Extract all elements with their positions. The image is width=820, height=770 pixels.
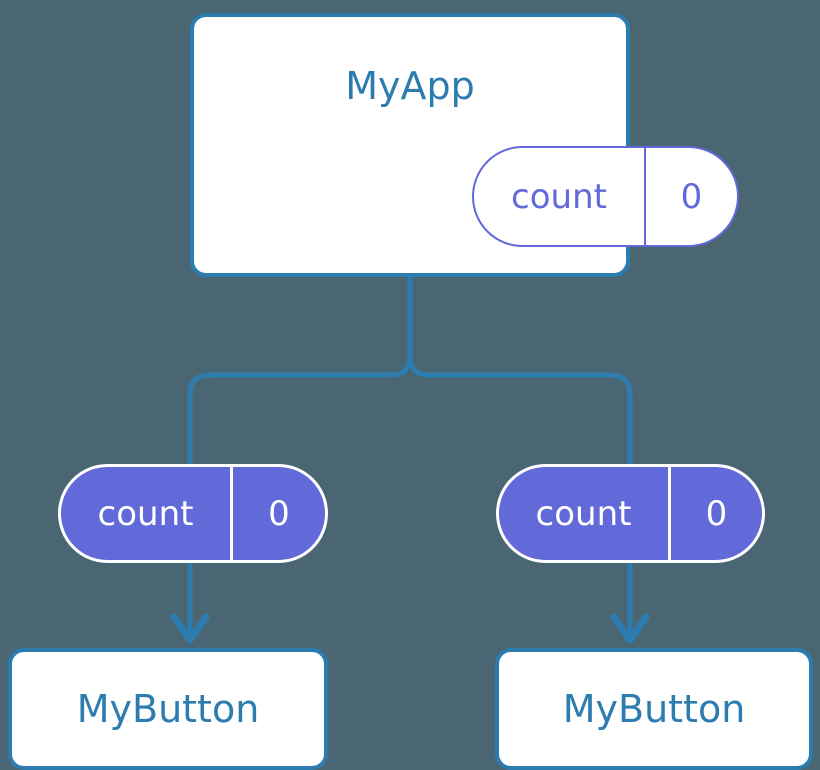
props-pill-left-key: count bbox=[61, 467, 233, 560]
component-name-mybutton-right: MyButton bbox=[562, 687, 746, 731]
props-pill-left[interactable]: count 0 bbox=[58, 464, 328, 563]
props-arrow-right-head bbox=[610, 613, 650, 644]
component-name-myapp: MyApp bbox=[345, 64, 475, 108]
props-arrow-left-head bbox=[170, 613, 210, 644]
component-name-mybutton-left: MyButton bbox=[76, 687, 260, 731]
connector-branch-right bbox=[407, 351, 633, 464]
component-card-mybutton-left[interactable]: MyButton bbox=[8, 648, 328, 770]
state-pill-key: count bbox=[474, 148, 646, 245]
connector-branch-left bbox=[187, 351, 413, 464]
props-pill-right-key: count bbox=[499, 467, 671, 560]
state-pill-myapp[interactable]: count 0 bbox=[472, 146, 739, 247]
props-pill-right-value: 0 bbox=[705, 493, 728, 534]
props-pill-left-value: 0 bbox=[268, 493, 290, 534]
props-pill-right[interactable]: count 0 bbox=[496, 464, 765, 563]
component-card-mybutton-right[interactable]: MyButton bbox=[495, 648, 813, 770]
component-card-myapp[interactable]: MyApp count 0 bbox=[190, 13, 739, 277]
state-pill-value: 0 bbox=[680, 176, 703, 217]
